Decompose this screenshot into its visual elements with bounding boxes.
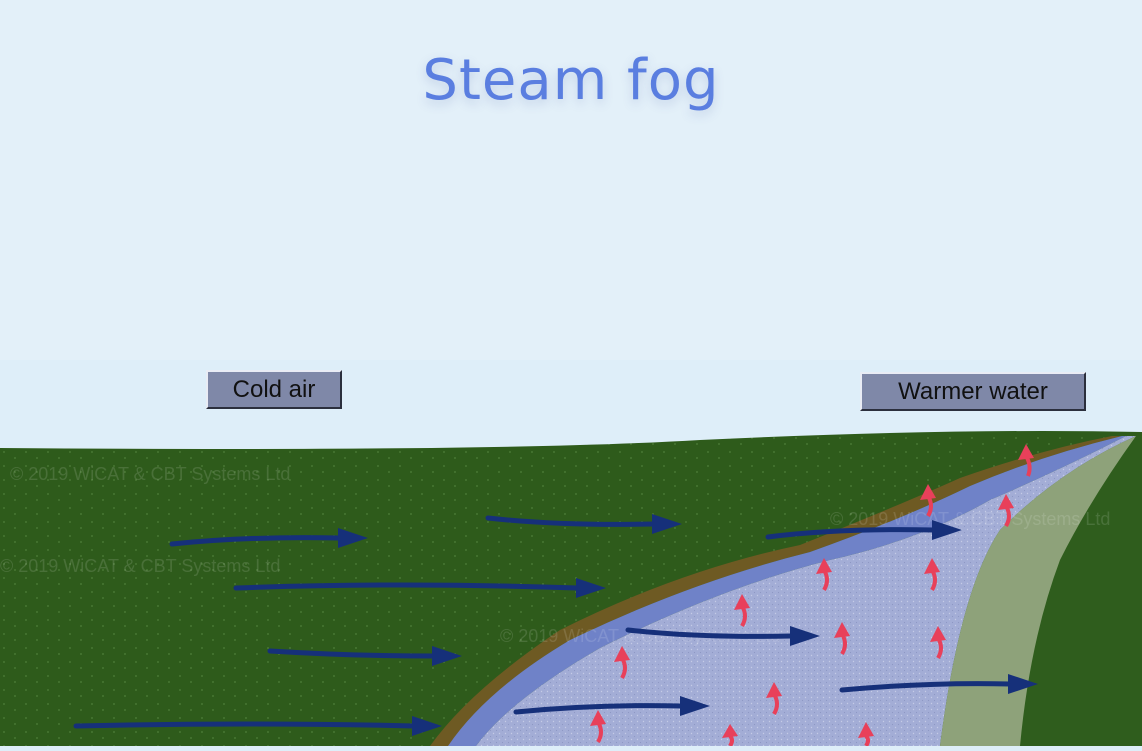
warmer-water-label: Warmer water (860, 372, 1086, 411)
watermark-2: © 2019 WiCAT & CBT Systems Ltd (0, 556, 280, 576)
watermark-1: © 2019 WiCAT & CBT Systems Ltd (10, 464, 290, 484)
page-title: Steam fog (0, 48, 1142, 113)
cold-air-label: Cold air (206, 370, 342, 409)
watermark-4: © 2019 WiCAT & CBT Systems Ltd (830, 509, 1110, 529)
